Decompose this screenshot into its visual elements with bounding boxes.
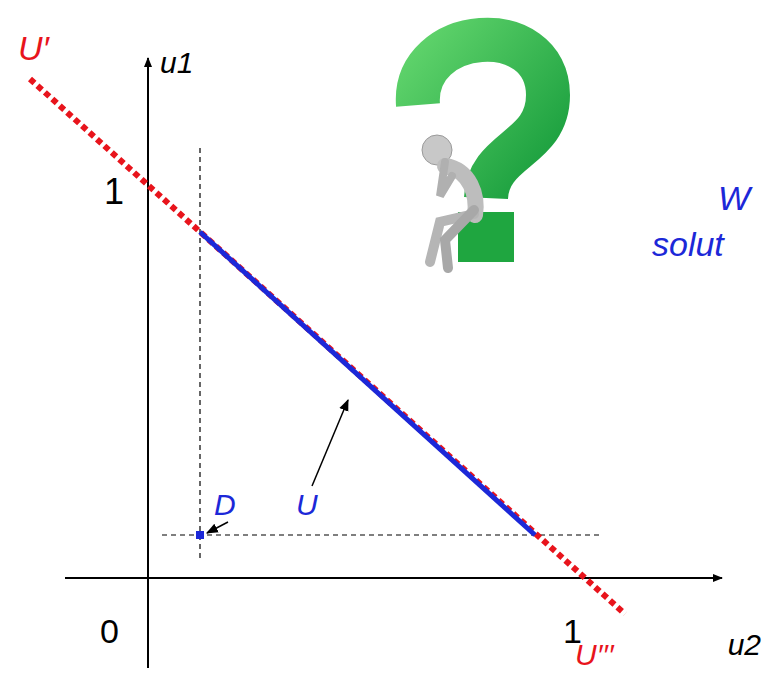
figure-leg (445, 210, 474, 268)
line-label: U′ (18, 30, 49, 67)
question-text: W (718, 180, 750, 217)
question-text: solut (652, 226, 724, 263)
tick-label: 0 (100, 613, 119, 650)
u1-axis (147, 58, 149, 668)
point-label: D (214, 488, 236, 521)
axis-label: u2 (728, 628, 761, 661)
frontier-line (30, 79, 625, 614)
bargaining-set (200, 232, 535, 535)
tick-label: 1 (104, 172, 124, 212)
line-label: U′′′ (575, 638, 614, 671)
thinker-illustration (418, 40, 548, 268)
leader-line (312, 400, 348, 486)
guide-line (199, 148, 200, 560)
u2-axis (65, 577, 722, 579)
disagreement-point (196, 531, 204, 539)
set-label: U (296, 488, 318, 521)
question-mark-hook (418, 40, 548, 198)
axis-label: u1 (160, 46, 193, 79)
leader-line (207, 522, 228, 533)
figure-arm (440, 162, 452, 196)
